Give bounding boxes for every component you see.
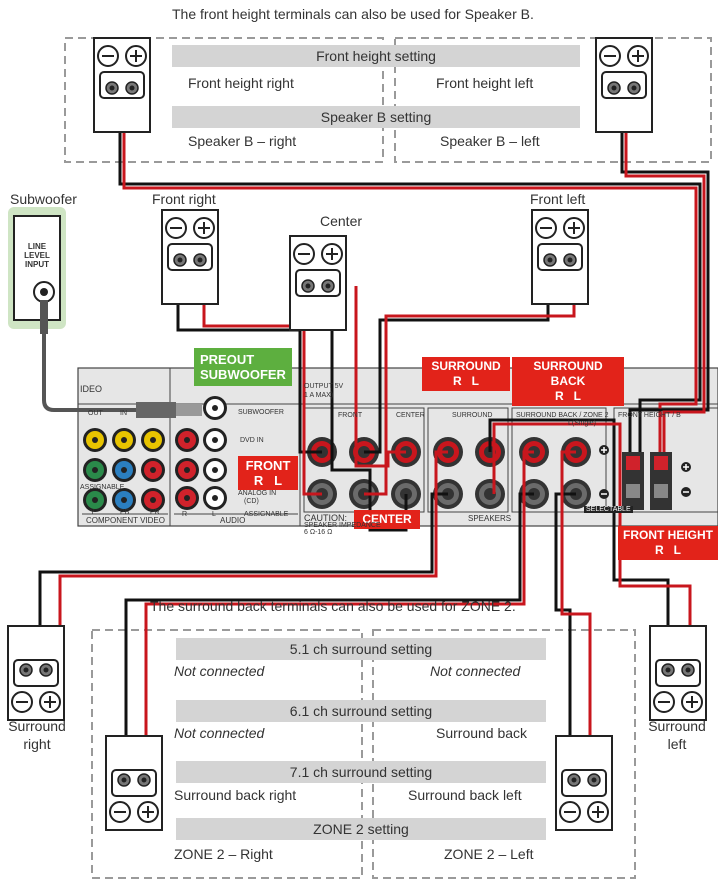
panel-subwoofer-label: SUBWOOFER [238,409,284,416]
panel-dvd-in-label: DVD IN [240,437,264,444]
s51-setting-bar: 5.1 ch surround setting [176,638,546,660]
bottom-dashed-box-right-side [91,629,363,879]
front-height-right-label: Front height right [188,75,294,91]
s61-setting-bar: 6.1 ch surround setting [176,700,546,722]
panel-surround-back-label: SURROUND BACK / ZONE 2 [516,412,609,419]
dvd-in-l-jack[interactable] [203,428,227,452]
panel-surround-label: SURROUND [452,412,493,419]
subwoofer-preout-jack[interactable] [203,396,227,420]
surround-back-right-speaker-icon [105,735,163,831]
surround-right-label: Surround right [8,718,66,752]
panel-r-label: R [182,511,188,518]
panel-pb-label: PB [120,509,130,516]
panel-in-label: IN [120,410,127,417]
front-height-right-speaker-icon [93,37,151,133]
speaker-impedance-label: SPEAKER IMPEDANCE [304,522,381,529]
subwoofer-cable [42,320,140,412]
s71-setting-bar: 7.1 ch surround setting [176,761,546,783]
front-left-speaker-icon [531,209,589,305]
audio-label: AUDIO [220,516,246,525]
front-right-speaker-icon [161,209,219,305]
component-g-jack-2[interactable] [83,488,107,512]
zone2-left-label: ZONE 2 – Left [444,846,534,862]
speaker-b-setting-bar: Speaker B setting [172,106,580,128]
panel-assignable-label: ASSIGNABLE [80,484,125,491]
bottom-dashed-box-left-side [372,629,636,879]
bottom-note: The surround back terminals can also be … [150,598,516,614]
component-in-y-jack-1[interactable] [112,428,136,452]
front-height-left-speaker-icon [595,37,653,133]
analog-in-r-jack[interactable] [175,486,199,510]
front-height-setting-bar: Front height setting [172,45,580,67]
panel-cd-label: (CD) [244,498,259,505]
dvd-in-r-jack[interactable] [175,428,199,452]
front-height-left-label: Front height left [436,75,534,91]
line-level-input-label: LINE LEVEL INPUT [24,242,50,269]
panel-y-label: Y [90,509,95,516]
component-g-jack-1[interactable] [83,458,107,482]
top-note: The front height terminals can also be u… [172,6,534,22]
panel-video-label: IDEO [80,384,103,394]
panel-pr-label: PR [150,509,160,516]
panel-center-label: CENTER [396,412,425,419]
zone2-setting-bar: ZONE 2 setting [176,818,546,840]
audio-r-jack-2[interactable] [175,458,199,482]
audio-l-jack-2[interactable] [203,458,227,482]
top-dashed-box-right-side [64,37,384,163]
panel-out-label: OUT [88,410,103,417]
panel-assignable2-label: ASSIGNABLE [244,511,289,518]
speakers-label: SPEAKERS [468,514,512,523]
panel-front-label: FRONT [338,412,363,419]
selectable-label: SELECTABLE [584,506,633,513]
s51-left-label: Not connected [430,663,521,679]
panel-single-label: L(Single) [568,420,597,427]
ohm-label: 6 Ω-16 Ω [304,529,333,536]
component-out-y-jack[interactable] [83,428,107,452]
speaker-b-left-label: Speaker B – left [440,133,540,149]
component-in-y-jack-2[interactable] [141,428,165,452]
analog-in-l-jack[interactable] [203,486,227,510]
surround-right-speaker-icon [7,625,65,721]
s61-right-label: Not connected [174,725,265,741]
s71-left-label: Surround back left [408,787,522,803]
front-left-label: Front left [530,191,586,207]
panel-analog-in-label: ANALOG IN [238,490,277,497]
surround-left-speaker-icon [649,625,707,721]
center-label: Center [320,213,363,229]
top-dashed-box-left-side [394,37,712,163]
center-speaker-icon [289,235,347,331]
front-right-label: Front right [152,191,216,207]
surround-left-label: Surround left [648,718,706,752]
panel-l-label: L [212,511,216,518]
subwoofer-label: Subwoofer [10,191,77,207]
surround-l-minus-terminal[interactable] [475,479,505,509]
zone2-right-label: ZONE 2 – Right [174,846,273,862]
s61-left-label: Surround back [436,725,528,741]
panel-output2-label: 1 A MAX) [304,392,334,399]
speaker-b-right-label: Speaker B – right [188,133,297,149]
component-video-label: COMPONENT VIDEO [86,516,165,525]
speaker-cables [38,115,710,778]
s51-right-label: Not connected [174,663,265,679]
panel-output-label: OUTPUT 5V [304,383,344,390]
subwoofer-box [13,215,61,321]
component-r-jack-1[interactable] [141,458,165,482]
panel-front-height-b-label: FRONT HEIGHT / B [618,412,681,419]
caution-label: CAUTION: [304,513,348,523]
component-b-jack-1[interactable] [112,458,136,482]
surround-back-left-speaker-icon [555,735,613,831]
center-tag: CENTER [354,510,420,529]
s71-right-label: Surround back right [174,787,297,803]
